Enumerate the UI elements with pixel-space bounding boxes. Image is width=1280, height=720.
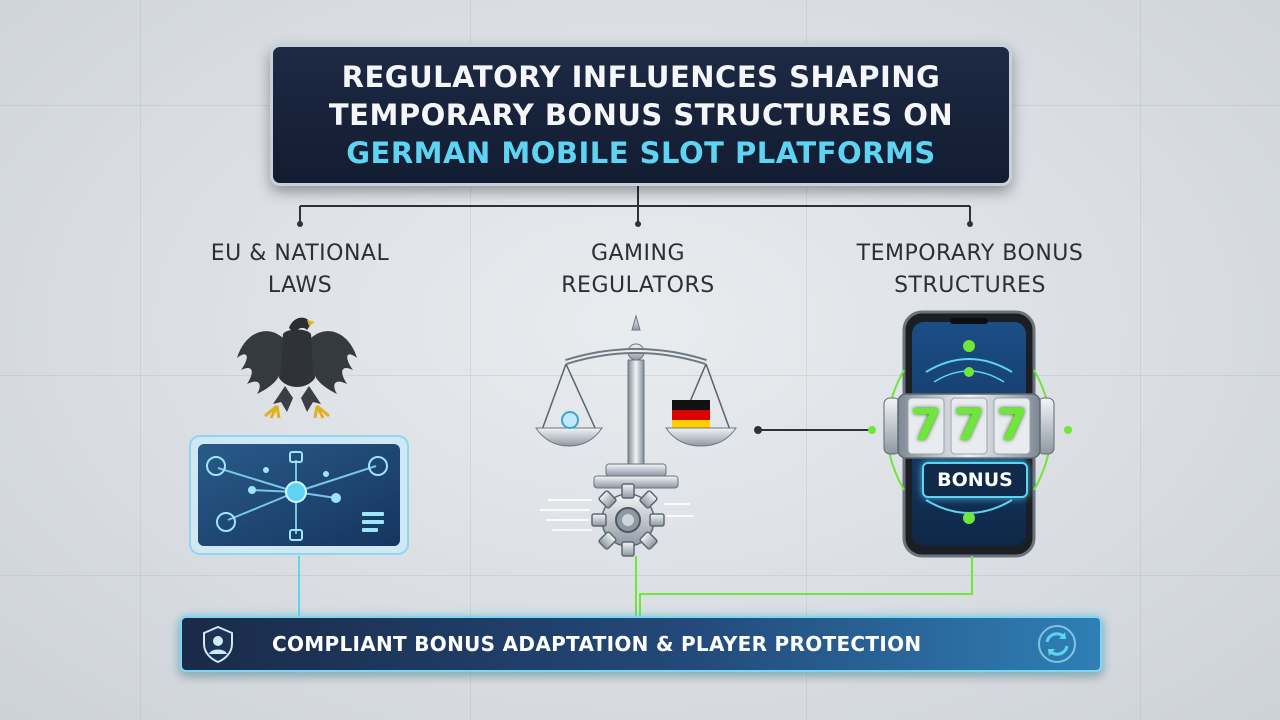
column-label-regulators: Gaming Regulators bbox=[508, 238, 768, 302]
grid-line bbox=[1140, 0, 1141, 720]
motion-lines bbox=[540, 499, 694, 531]
outcome-bar: Compliant Bonus Adaptation & Player Prot… bbox=[180, 616, 1102, 672]
column-label-line: Regulators bbox=[561, 273, 715, 298]
german-flag-icon bbox=[672, 400, 710, 430]
slot-reel-3: 7 bbox=[996, 400, 1028, 451]
title-line-2: Temporary Bonus Structures on bbox=[328, 98, 954, 132]
grid-line bbox=[0, 575, 1280, 576]
bonus-label: BONUS bbox=[922, 462, 1028, 498]
column-label-line: Temporary Bonus bbox=[856, 241, 1084, 266]
slot-reel-2: 7 bbox=[953, 400, 985, 451]
grid-line bbox=[140, 0, 141, 720]
grid-line bbox=[470, 0, 471, 720]
outcome-label: Compliant Bonus Adaptation & Player Prot… bbox=[272, 632, 922, 656]
title-line-3: German Mobile Slot Platforms bbox=[346, 136, 936, 170]
shield-user-icon bbox=[203, 625, 233, 664]
top-connector bbox=[299, 180, 971, 224]
column-label-bonus-structures: Temporary Bonus Structures bbox=[840, 238, 1100, 302]
title-line-1: Regulatory Influences Shaping bbox=[341, 60, 941, 94]
diagram-title: Regulatory Influences Shaping Temporary … bbox=[270, 44, 1012, 186]
balance-scale-icon bbox=[535, 314, 737, 489]
scale-to-phone-connector bbox=[754, 426, 872, 434]
refresh-cycle-icon bbox=[1038, 625, 1076, 663]
column-label-laws: EU & National Laws bbox=[170, 238, 430, 302]
column-label-line: EU & National bbox=[210, 241, 390, 266]
bottom-connectors bbox=[298, 556, 973, 616]
digital-law-panel-icon bbox=[189, 435, 409, 555]
column-label-line: Laws bbox=[267, 273, 333, 298]
connector-dots bbox=[297, 221, 973, 227]
grid-line bbox=[806, 0, 807, 720]
column-label-line: Structures bbox=[894, 273, 1046, 298]
german-eagle-icon bbox=[237, 317, 357, 419]
gear-icon bbox=[591, 483, 665, 557]
column-label-line: Gaming bbox=[590, 241, 686, 266]
slot-reel-1: 7 bbox=[910, 400, 942, 451]
